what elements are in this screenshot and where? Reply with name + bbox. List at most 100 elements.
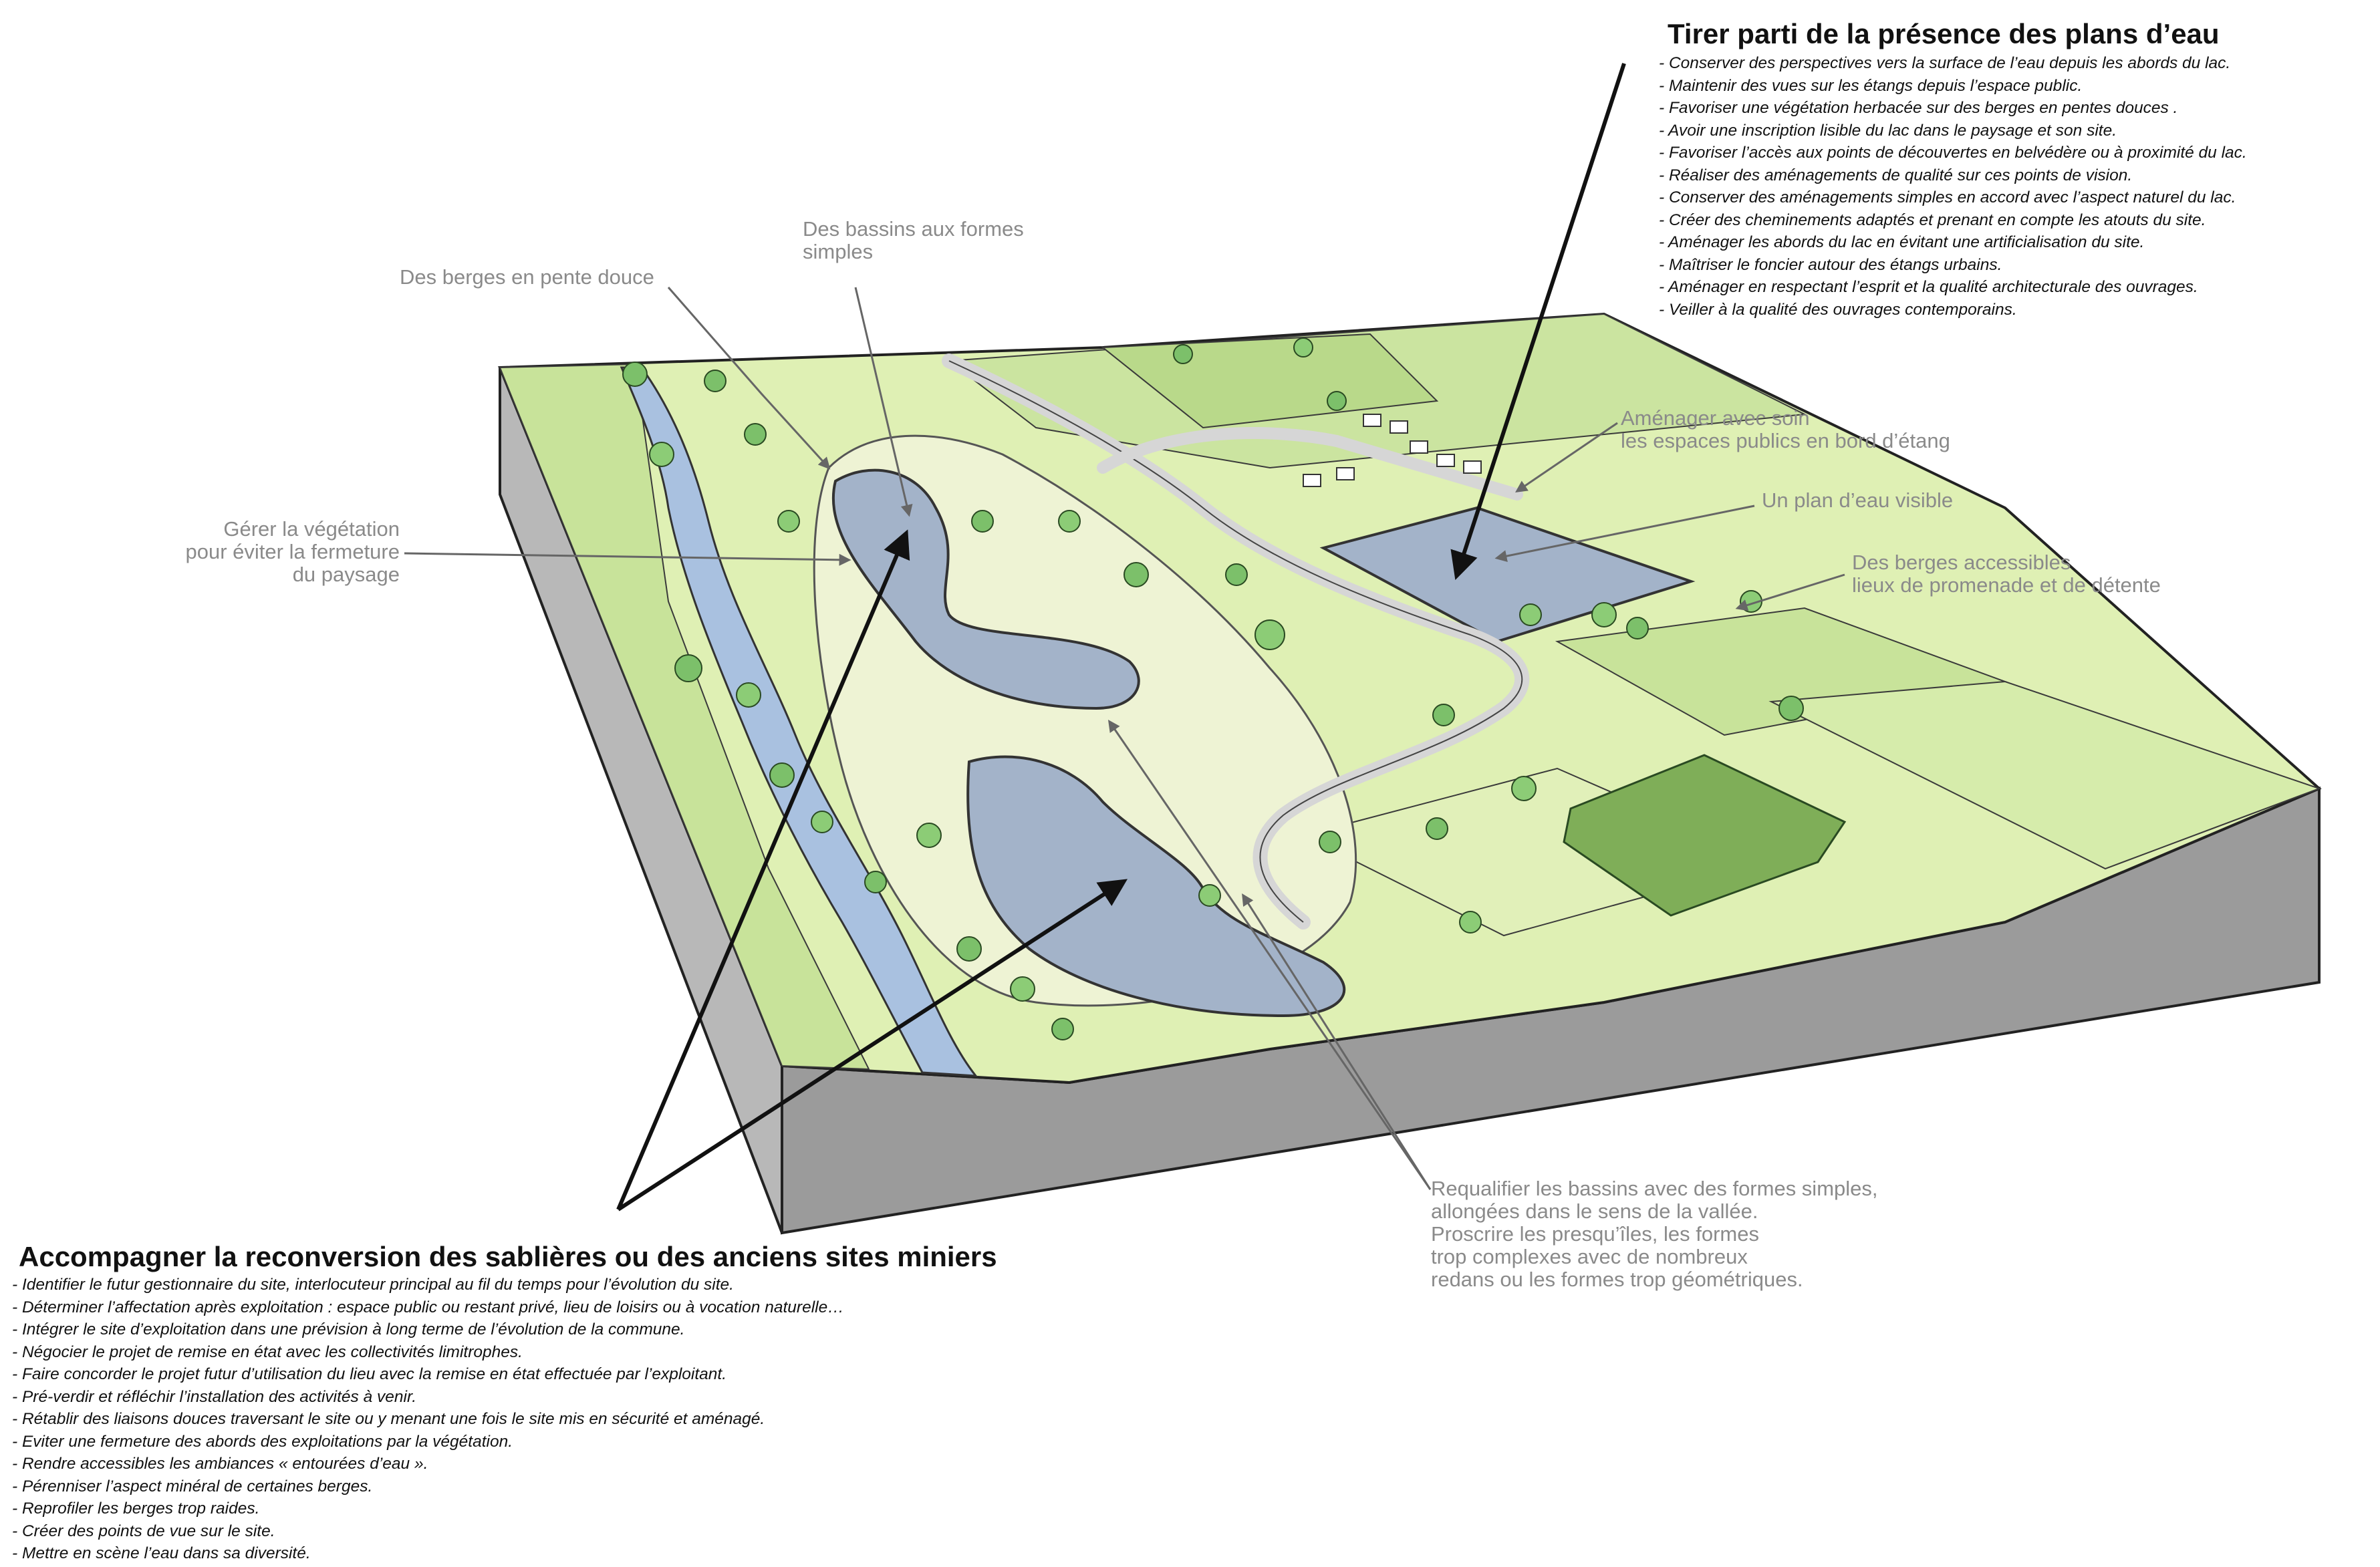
tree	[1459, 911, 1482, 934]
tree	[649, 442, 674, 467]
tree	[956, 936, 982, 962]
bullet-item: - Aménager les abords du lac en évitant …	[1659, 233, 2145, 251]
bullet-item: - Rendre accessibles les ambiances « ent…	[12, 1455, 428, 1473]
tree	[1051, 1018, 1074, 1040]
label-line: trop complexes avec de nombreux	[1431, 1245, 1748, 1268]
bullet-item: - Créer des points de vue sur le site.	[12, 1522, 275, 1540]
reconversion-list: - Identifier le futur gestionnaire du si…	[12, 1274, 844, 1565]
bullet-item: - Conserver des aménagements simples en …	[1659, 188, 2236, 206]
tree	[1058, 510, 1081, 533]
heading-reconversion: Accompagner la reconversion des sablière…	[19, 1241, 997, 1272]
tree	[622, 362, 648, 387]
bullet-item: - Favoriser l’accès aux points de découv…	[1659, 144, 2247, 162]
hedge-plot	[1563, 754, 1847, 917]
bullet-item: - Maintenir des vues sur les étangs depu…	[1659, 76, 2083, 95]
village	[1303, 414, 1482, 487]
label-plan-eau-visible: Un plan d’eau visible	[1762, 489, 1953, 512]
leader-berges-pente	[667, 287, 831, 470]
bullet-item: - Mettre en scène l’eau dans sa diversit…	[12, 1544, 311, 1562]
tree	[674, 654, 702, 682]
label-line: Aménager avec soin	[1621, 406, 1810, 430]
label-line: allongées dans le sens de la vallée.	[1431, 1199, 1758, 1223]
label-line: Des berges accessibles	[1852, 551, 2071, 574]
road-outline	[948, 360, 1523, 923]
arrow-reconversion-lower	[617, 879, 1128, 1212]
tree	[1319, 831, 1341, 853]
label-line: Gérer la végétation	[223, 517, 400, 541]
tree	[1225, 563, 1248, 586]
house	[1463, 460, 1482, 474]
label-line: simples	[803, 240, 874, 263]
bullet-item: - Eviter une fermeture des abords des ex…	[12, 1432, 513, 1451]
leader-bassins-formes	[854, 287, 913, 517]
house	[1436, 454, 1455, 467]
tree	[1198, 884, 1221, 907]
tree	[769, 762, 795, 788]
tree	[1432, 704, 1455, 726]
tree	[971, 510, 994, 533]
tree	[777, 510, 800, 533]
label-line: Des berges en pente douce	[400, 265, 654, 289]
tree	[1778, 696, 1804, 721]
bullet-item: - Pré-verdir et réfléchir l’installation…	[12, 1387, 417, 1406]
house	[1336, 467, 1355, 480]
label-line: Un plan d’eau visible	[1762, 488, 1954, 512]
bullet-item: - Intégrer le site d’exploitation dans u…	[12, 1320, 685, 1338]
tree	[864, 871, 887, 893]
bullet-item: - Identifier le futur gestionnaire du si…	[12, 1276, 734, 1294]
bullet-item: - Faire concorder le projet futur d’util…	[12, 1365, 727, 1383]
label-line: pour éviter la fermeture	[185, 540, 400, 563]
label-line: redans ou les formes trop géométriques.	[1431, 1268, 1803, 1291]
label-requalifier: Requalifier les bassins avec des formes …	[1431, 1177, 1878, 1291]
label-line: Requalifier les bassins avec des formes …	[1431, 1177, 1878, 1200]
tree	[811, 811, 833, 833]
bullet-item: - Reprofiler les berges trop raides.	[12, 1500, 260, 1518]
tree	[1511, 776, 1537, 801]
river	[620, 366, 978, 1077]
leader-gerer-vegetation	[404, 552, 851, 566]
bullet-item: - Pérenniser l’aspect minéral de certain…	[12, 1477, 373, 1495]
bullet-item: - Déterminer l’affectation après exploit…	[12, 1298, 844, 1316]
label-gerer-vegetation: Gérer la végétation pour éviter la ferme…	[100, 518, 400, 586]
label-berges-pente: Des berges en pente douce	[400, 266, 654, 289]
tree	[1254, 619, 1285, 650]
label-amenager-soin: Aménager avec soin les espaces publics e…	[1621, 407, 1950, 452]
bullet-item: - Veiller à la qualité des ouvrages cont…	[1659, 300, 2017, 319]
tree	[1626, 617, 1649, 639]
tree	[1327, 391, 1347, 411]
tree	[1173, 344, 1193, 364]
tree	[1123, 562, 1149, 587]
label-berges-accessibles: Des berges accessibles lieux de promenad…	[1852, 551, 2161, 597]
bullet-item: - Maîtriser le foncier autour des étangs…	[1659, 255, 2002, 274]
leader-amenager-soin	[1515, 422, 1618, 493]
house	[1390, 420, 1408, 434]
label-line: Des bassins aux formes	[803, 217, 1024, 241]
right-field-3	[1768, 680, 2321, 870]
arrow-plans-eau	[1450, 63, 1626, 580]
bullet-item: - Réaliser des aménagements de qualité s…	[1659, 166, 2133, 184]
label-line: les espaces publics en bord d’étang	[1621, 429, 1950, 452]
road-village	[1097, 427, 1523, 501]
bullet-item: - Créer des cheminements adaptés et pren…	[1659, 210, 2206, 229]
tree	[736, 682, 761, 708]
leader-berges-accessibles	[1735, 573, 1845, 611]
bullet-item: - Conserver des perspectives vers la sur…	[1659, 54, 2231, 72]
bullet-item: - Favoriser une végétation herbacée sur …	[1659, 99, 2178, 117]
house	[1363, 414, 1381, 427]
label-line: Proscrire les presqu’îles, les formes	[1431, 1222, 1759, 1246]
bullet-item: - Négocier le projet de remise en état a…	[12, 1342, 523, 1361]
tree	[1591, 602, 1617, 627]
tree	[1293, 337, 1313, 358]
bullet-item: - Rétablir des liaisons douces traversan…	[12, 1410, 765, 1428]
leader-requalifier-1	[1242, 893, 1432, 1190]
leader-plan-eau	[1494, 505, 1755, 562]
heading-plans-eau: Tirer parti de la présence des plans d’e…	[1668, 18, 2220, 49]
tree	[1519, 603, 1542, 626]
plans-eau-list: - Conserver des perspectives vers la sur…	[1659, 52, 2247, 321]
pond-surroundings	[813, 434, 1357, 1007]
label-line: du paysage	[292, 563, 400, 586]
trees	[622, 337, 1804, 1040]
tree	[916, 823, 942, 848]
house	[1410, 440, 1428, 454]
